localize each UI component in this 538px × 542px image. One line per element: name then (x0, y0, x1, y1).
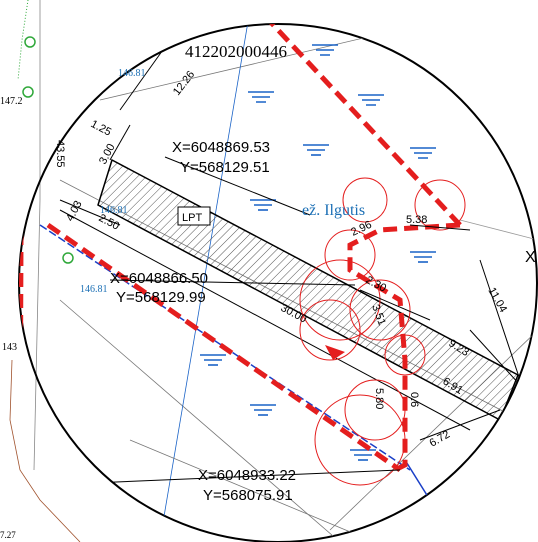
water-label: ež. Ilgutis (302, 202, 365, 219)
dim-label: 43.55 (54, 140, 66, 168)
dim-label: 0.6 (408, 392, 420, 407)
elevation: 7.27 (0, 530, 16, 540)
water-symbols (200, 44, 436, 461)
parcel-line (159, 24, 251, 541)
dim-label: 6.91 (440, 375, 465, 397)
parcel-line (59, 299, 341, 542)
dim-lines (44, 39, 521, 486)
coord-y-2: Y=568129.99 (116, 289, 206, 306)
parcel-number: 412202000446 (185, 42, 287, 61)
coord-x-3: X=6048933.22 (198, 467, 296, 484)
dim-label: 4.03 (64, 199, 85, 224)
elevation: 146.81 (100, 205, 128, 216)
coord-x-2: X=6048866.50 (110, 270, 208, 287)
parcel-line (329, 329, 537, 531)
dim-label: 6.72 (428, 428, 453, 449)
elevation: 146.81 (118, 68, 146, 79)
coord-y-1: Y=568129.51 (180, 159, 270, 176)
green-node (62, 252, 74, 264)
elevation: 146.81 (80, 284, 108, 295)
outer-brown-line (9, 359, 81, 542)
coord-y-3: Y=568075.91 (203, 487, 293, 504)
dim-label: 9.23 (446, 337, 471, 359)
green-node (24, 36, 36, 48)
red-arrow (325, 345, 345, 360)
water-edge-2 (404, 459, 431, 501)
dim-label: 30.00 (279, 302, 309, 326)
dim-label: 2.96 (349, 219, 373, 239)
dim-label: X (525, 249, 536, 266)
dim-label: 12.26 (171, 69, 197, 98)
dim-label: 2.30 (364, 274, 389, 295)
dim-label: 3.51 (369, 303, 388, 327)
elevation: 143 (2, 342, 17, 353)
strip-edge (59, 209, 471, 431)
dim-label: 11.04 (485, 286, 509, 315)
outer-thin-line (33, 0, 41, 471)
dim-label: 1.25 (89, 118, 114, 139)
dim-label: 5.80 (373, 388, 385, 409)
parcel-line (459, 219, 537, 241)
lpt-label: LPT (182, 212, 202, 224)
elevation: 147.2 (0, 96, 23, 107)
green-node (22, 86, 34, 98)
dim-label: 3.00 (97, 142, 118, 167)
coord-x-1: X=6048869.53 (172, 139, 270, 156)
lpt-box (177, 206, 211, 226)
dim-label: 5.38 (406, 214, 427, 226)
parcel-line (129, 439, 361, 537)
